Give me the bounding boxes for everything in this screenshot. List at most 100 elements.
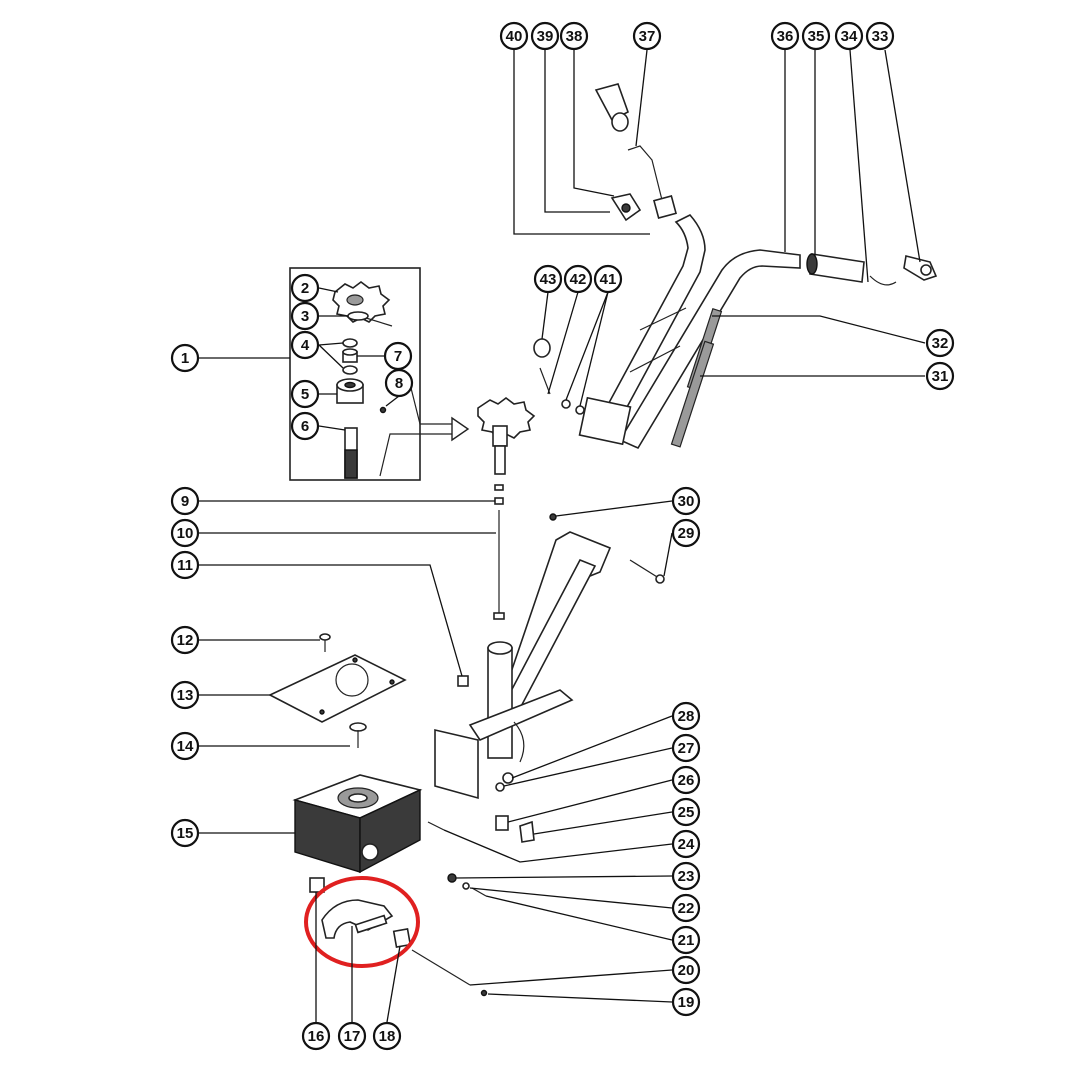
part-9-nut: [494, 497, 504, 505]
svg-text:8: 8: [395, 375, 403, 392]
callout-1: 1: [170, 343, 200, 373]
svg-text:40: 40: [506, 28, 523, 45]
callout-28: 28: [671, 701, 701, 731]
svg-text:25: 25: [678, 804, 695, 821]
callout-34: 34: [834, 21, 864, 51]
part-4-washer: [342, 338, 358, 348]
part-17-fork: [321, 899, 394, 939]
callout-7: 7: [383, 341, 413, 371]
part-23-nut: [447, 873, 457, 883]
part-41-nut: [575, 405, 585, 415]
part-13-plate: [268, 654, 407, 723]
callout-37: 37: [632, 21, 662, 51]
handlebar-frame: [578, 214, 801, 450]
callout-33: 33: [865, 21, 895, 51]
callout-10: 10: [170, 518, 200, 548]
part-38-switch: [610, 193, 678, 222]
callout-16: 16: [301, 1021, 331, 1051]
callout-14: 14: [170, 731, 200, 761]
svg-text:39: 39: [537, 28, 554, 45]
svg-text:37: 37: [639, 28, 656, 45]
callout-42: 42: [563, 264, 593, 294]
callout-41: 41: [593, 264, 623, 294]
svg-text:3: 3: [301, 308, 309, 325]
callout-5: 5: [290, 379, 320, 409]
part-21-screw: [471, 887, 487, 897]
callout-18: 18: [372, 1021, 402, 1051]
callout-15: 15: [170, 818, 200, 848]
svg-text:9: 9: [181, 493, 189, 510]
callout-31: 31: [925, 361, 955, 391]
part-4-washer: [342, 365, 358, 375]
callout-8: 8: [384, 368, 414, 398]
svg-text:12: 12: [177, 632, 194, 649]
inset-arrow-head: [451, 416, 470, 442]
svg-text:19: 19: [678, 994, 695, 1011]
svg-text:41: 41: [600, 271, 617, 288]
callout-32: 32: [925, 328, 955, 358]
callout-22: 22: [671, 893, 701, 923]
part-9-nut: [494, 484, 504, 491]
callout-11: 11: [170, 550, 200, 580]
part-42-bolt: [539, 367, 551, 395]
svg-text:4: 4: [301, 337, 310, 354]
svg-text:1: 1: [181, 350, 189, 367]
part-37-twist-grip: [594, 83, 663, 201]
inset-pointer-line: [379, 433, 455, 477]
part-5-collar: [336, 378, 364, 404]
svg-text:16: 16: [308, 1028, 325, 1045]
callout-38: 38: [559, 21, 589, 51]
svg-text:27: 27: [678, 740, 695, 757]
callout-36: 36: [770, 21, 800, 51]
svg-text:15: 15: [177, 825, 194, 842]
part-24-bolt: [427, 821, 445, 831]
svg-text:13: 13: [177, 687, 194, 704]
highlight-circle: [304, 876, 420, 968]
part-18-clip: [392, 927, 412, 949]
svg-text:38: 38: [566, 28, 583, 45]
svg-text:42: 42: [570, 271, 587, 288]
svg-text:28: 28: [678, 708, 695, 725]
part-29-bolt: [629, 559, 665, 584]
callout-12: 12: [170, 625, 200, 655]
callout-40: 40: [499, 21, 529, 51]
svg-text:23: 23: [678, 868, 695, 885]
svg-text:6: 6: [301, 418, 309, 435]
column-top-knob-assembly: [477, 397, 536, 475]
callout-2: 2: [290, 273, 320, 303]
svg-text:26: 26: [678, 772, 695, 789]
svg-text:22: 22: [678, 900, 695, 917]
callout-24: 24: [671, 829, 701, 859]
callout-25: 25: [671, 797, 701, 827]
svg-text:17: 17: [344, 1028, 361, 1045]
callout-21: 21: [671, 925, 701, 955]
svg-text:14: 14: [177, 738, 194, 755]
callout-20: 20: [671, 955, 701, 985]
part-15-gearbox: [292, 774, 423, 874]
callout-35: 35: [801, 21, 831, 51]
svg-text:30: 30: [678, 493, 695, 510]
part-25-bracket: [519, 820, 535, 843]
callout-3: 3: [290, 301, 320, 331]
assembly-1-inset-box: [289, 267, 421, 481]
main-frame: [434, 531, 612, 800]
svg-text:18: 18: [379, 1028, 396, 1045]
part-41-nut: [561, 399, 571, 409]
part-8-screw: [379, 406, 387, 414]
svg-text:21: 21: [678, 932, 695, 949]
svg-text:20: 20: [678, 962, 695, 979]
part-6-shaft: [344, 427, 358, 479]
svg-text:43: 43: [540, 271, 557, 288]
svg-text:7: 7: [394, 348, 402, 365]
callout-29: 29: [671, 518, 701, 548]
part-22-washer: [462, 882, 470, 890]
parts-artwork: [268, 83, 938, 997]
callout-6: 6: [290, 411, 320, 441]
svg-text:2: 2: [301, 280, 309, 297]
callout-9: 9: [170, 486, 200, 516]
callout-26: 26: [671, 765, 701, 795]
leader-lines: [199, 49, 926, 1023]
part-35-hand-grip: [806, 253, 897, 286]
part-31-tube: [670, 340, 715, 448]
svg-text:31: 31: [932, 368, 949, 385]
